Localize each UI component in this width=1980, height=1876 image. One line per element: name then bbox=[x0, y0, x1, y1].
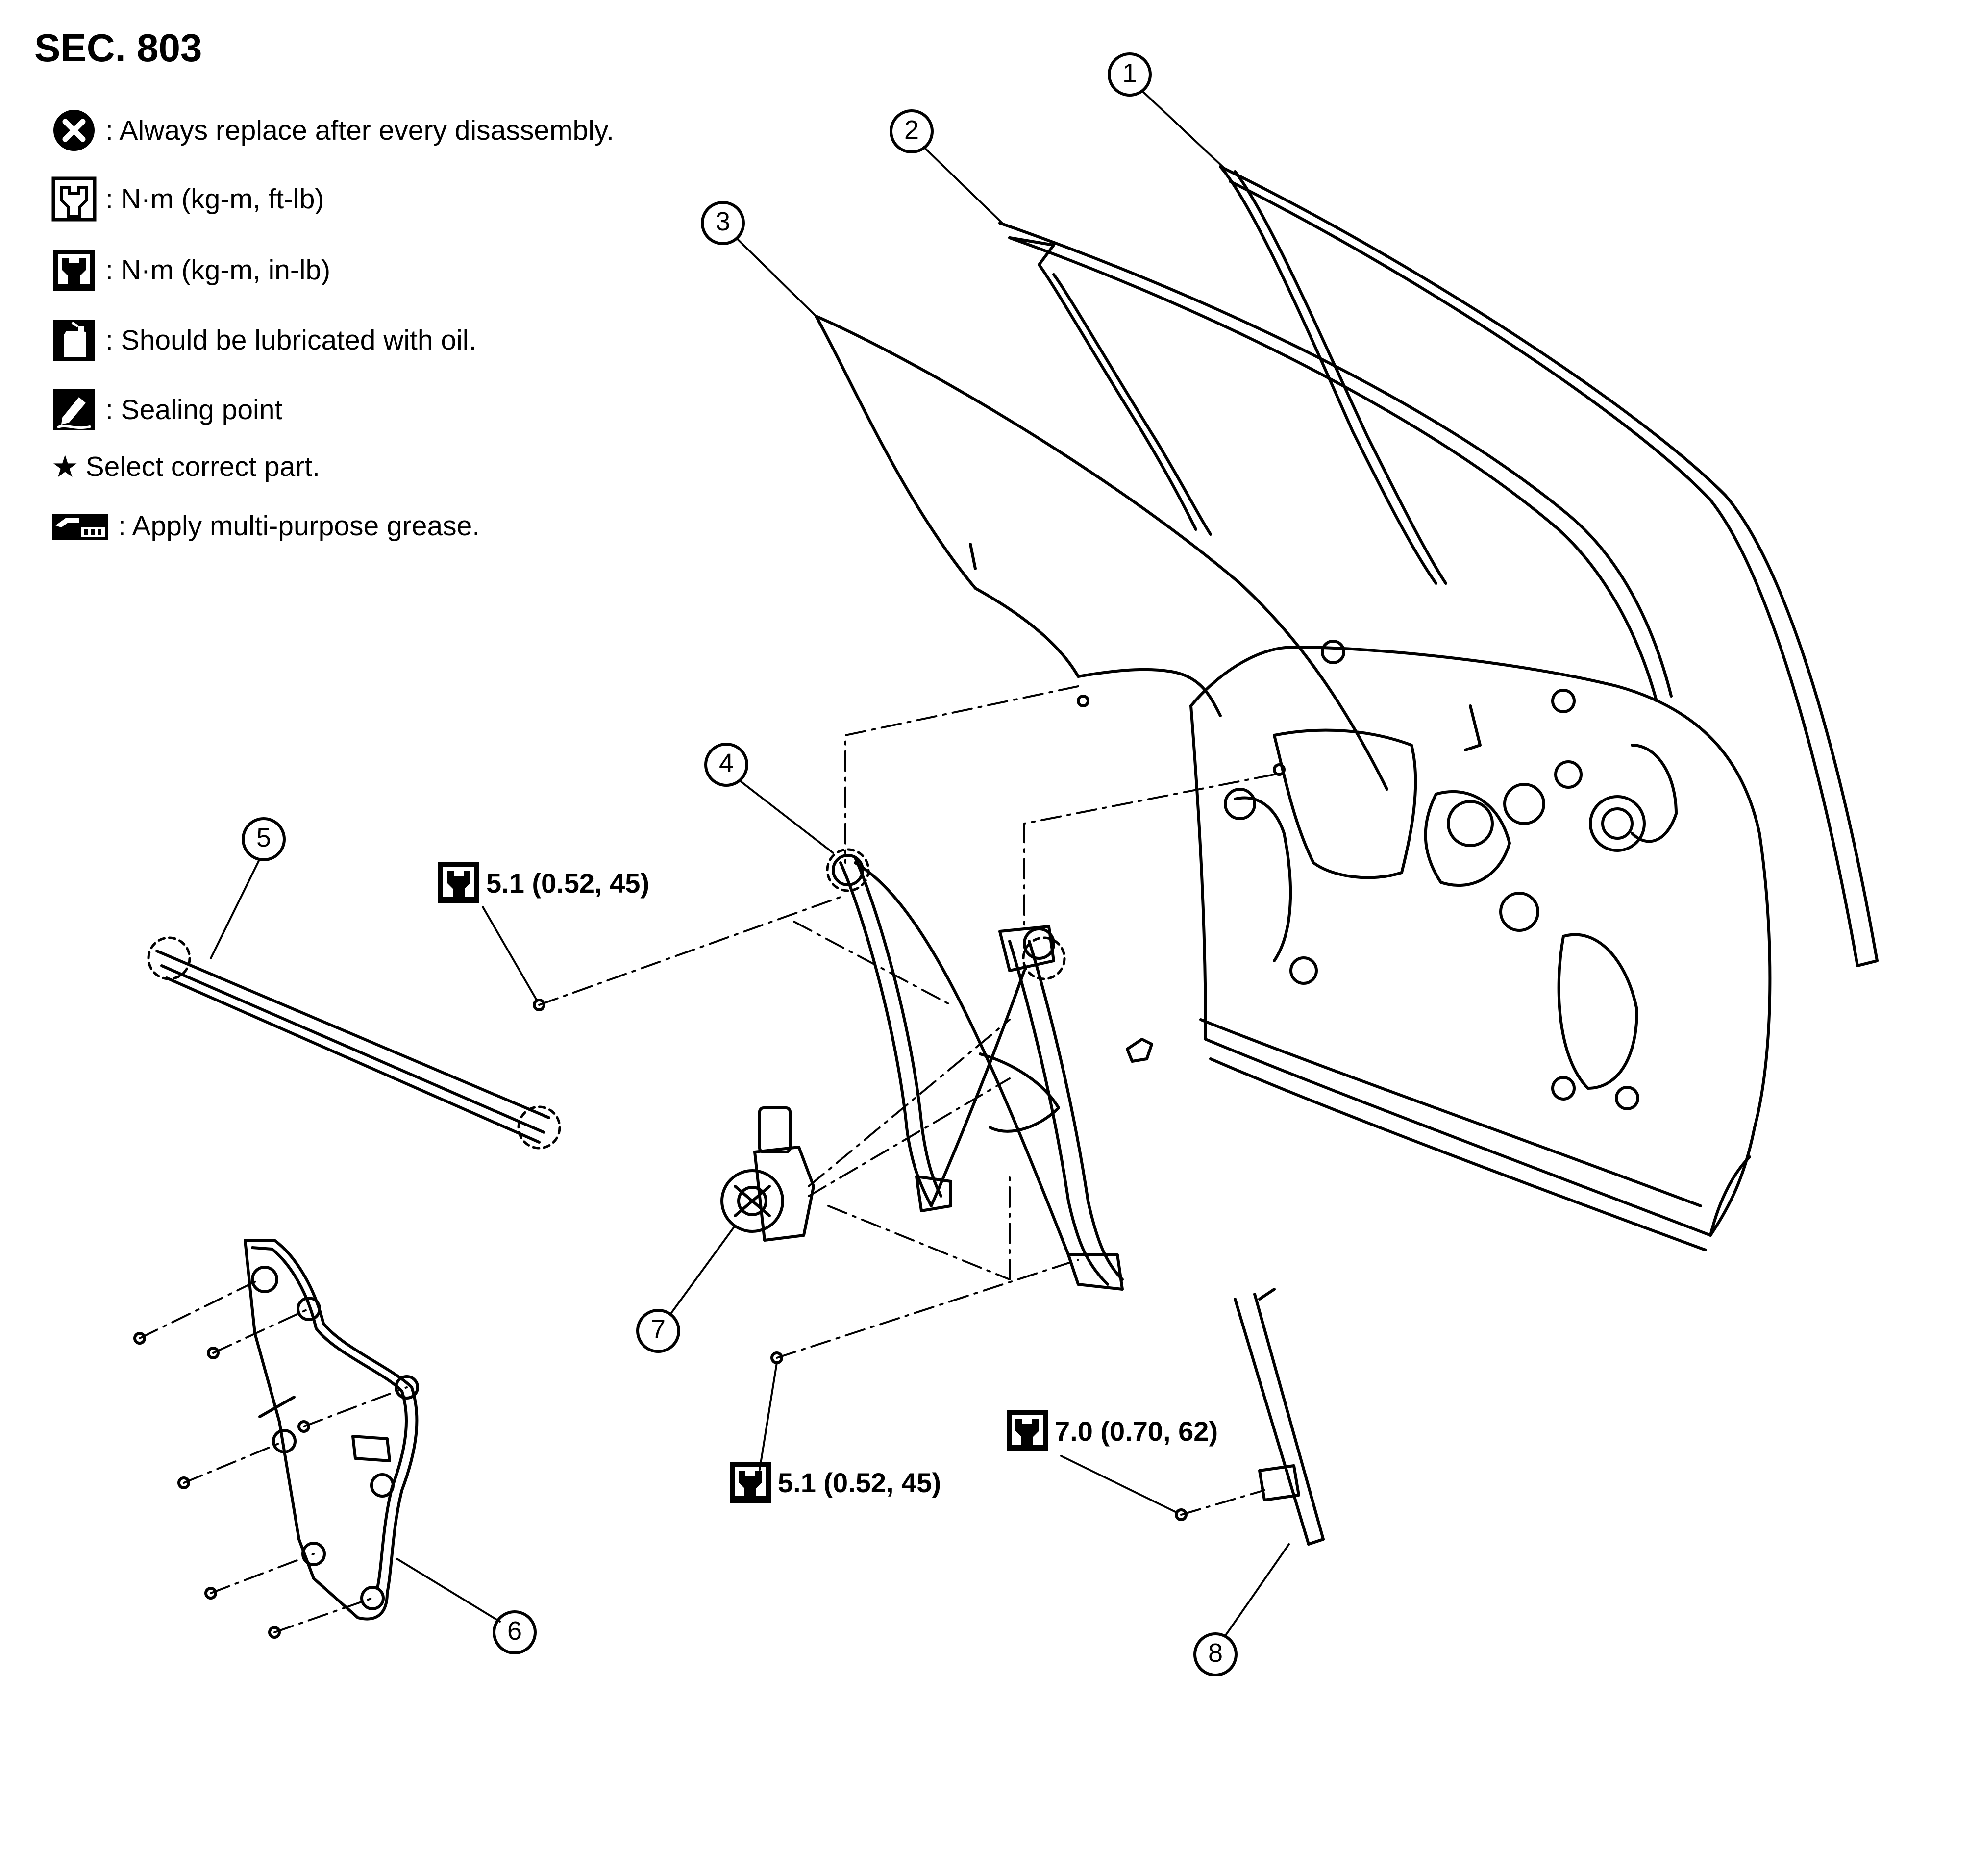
torque-wrench-filled-icon bbox=[53, 250, 95, 291]
star-icon: ★ bbox=[51, 450, 79, 484]
callout-2: 2 bbox=[904, 115, 919, 145]
torque-spec-sash: 7.0 (0.70, 62) bbox=[1005, 1408, 1218, 1453]
legend-text: : Sealing point bbox=[105, 394, 283, 425]
callout-7: 7 bbox=[650, 1315, 666, 1344]
weatherstrip-outer bbox=[1219, 165, 1879, 967]
section-title: SEC. 803 bbox=[34, 26, 202, 70]
x-circle-icon bbox=[53, 110, 95, 151]
legend-text: : Apply multi-purpose grease. bbox=[118, 510, 480, 542]
legend-row-grease: : Apply multi-purpose grease. bbox=[51, 510, 480, 542]
callout-5: 5 bbox=[256, 823, 272, 852]
oil-can-icon bbox=[53, 320, 95, 361]
legend-text: : Should be lubricated with oil. bbox=[105, 325, 477, 356]
callout-6: 6 bbox=[507, 1616, 522, 1646]
door-sash bbox=[998, 222, 1673, 702]
sealing-point-icon bbox=[53, 389, 95, 430]
torque-value: 5.1 (0.52, 45) bbox=[486, 867, 650, 899]
legend-row-torque-in-lb: : N·m (kg-m, in-lb) bbox=[51, 248, 330, 293]
fasteners bbox=[133, 695, 1286, 1639]
door-glass bbox=[815, 315, 1388, 791]
legend-text: : N·m (kg-m, ft-lb) bbox=[105, 183, 324, 215]
legend-row-replace: : Always replace after every disassembly… bbox=[51, 108, 614, 153]
grease-icon bbox=[52, 514, 108, 540]
legend-text: : Always replace after every disassembly… bbox=[105, 115, 615, 146]
legend-row-oil: : Should be lubricated with oil. bbox=[51, 318, 476, 363]
legend-text: : N·m (kg-m, in-lb) bbox=[105, 254, 331, 286]
torque-spec-regulator-upper: 5.1 (0.52, 45) bbox=[436, 860, 649, 905]
assembly-lines bbox=[139, 685, 1275, 1633]
door-inner-panel bbox=[1189, 640, 1772, 1251]
torque-spec-regulator-lower: 5.1 (0.52, 45) bbox=[728, 1460, 941, 1505]
callout-3: 3 bbox=[715, 207, 731, 236]
callout-4: 4 bbox=[718, 749, 734, 778]
legend-text: Select correct part. bbox=[85, 450, 320, 482]
torque-wrench-filled-icon bbox=[1007, 1410, 1048, 1451]
regulator-motor bbox=[720, 1106, 815, 1242]
torque-wrench-filled-icon bbox=[730, 1462, 771, 1503]
callout-1: 1 bbox=[1122, 58, 1138, 88]
legend-row-sealing: : Sealing point bbox=[51, 387, 282, 432]
torque-wrench-outline-icon bbox=[51, 176, 97, 222]
rear-sash bbox=[1234, 1288, 1325, 1546]
legend-row-torque-ft-lb: : N·m (kg-m, ft-lb) bbox=[51, 176, 324, 222]
torque-value: 7.0 (0.70, 62) bbox=[1055, 1415, 1218, 1447]
torque-value: 5.1 (0.52, 45) bbox=[778, 1467, 941, 1498]
access-panel bbox=[244, 1239, 419, 1621]
torque-wrench-filled-icon bbox=[438, 862, 479, 903]
legend-row-select-part: ★ Select correct part. bbox=[51, 449, 320, 484]
beltline-weatherstrip bbox=[155, 950, 550, 1144]
callout-8: 8 bbox=[1208, 1638, 1223, 1668]
window-regulator bbox=[832, 854, 1153, 1291]
